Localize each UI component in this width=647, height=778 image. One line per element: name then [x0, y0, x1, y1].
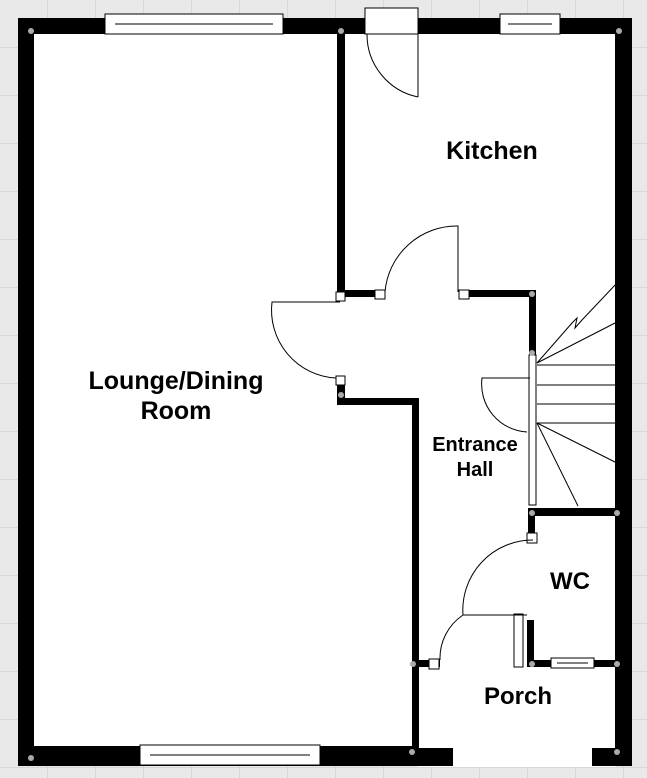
- room-label-hall-line2: Hall: [457, 459, 494, 481]
- room-label-lounge-line1: Lounge/Dining: [89, 367, 264, 395]
- staircase: [536, 282, 618, 507]
- floor: [26, 26, 624, 754]
- windows: [104, 7, 595, 766]
- room-label-kitchen: Kitchen: [446, 137, 538, 165]
- room-label-wc: WC: [550, 568, 590, 595]
- room-label-lounge-line2: Room: [141, 397, 212, 425]
- room-label-porch: Porch: [484, 683, 552, 710]
- doors: [271, 33, 534, 661]
- room-label-hall-line1: Entrance: [432, 434, 518, 456]
